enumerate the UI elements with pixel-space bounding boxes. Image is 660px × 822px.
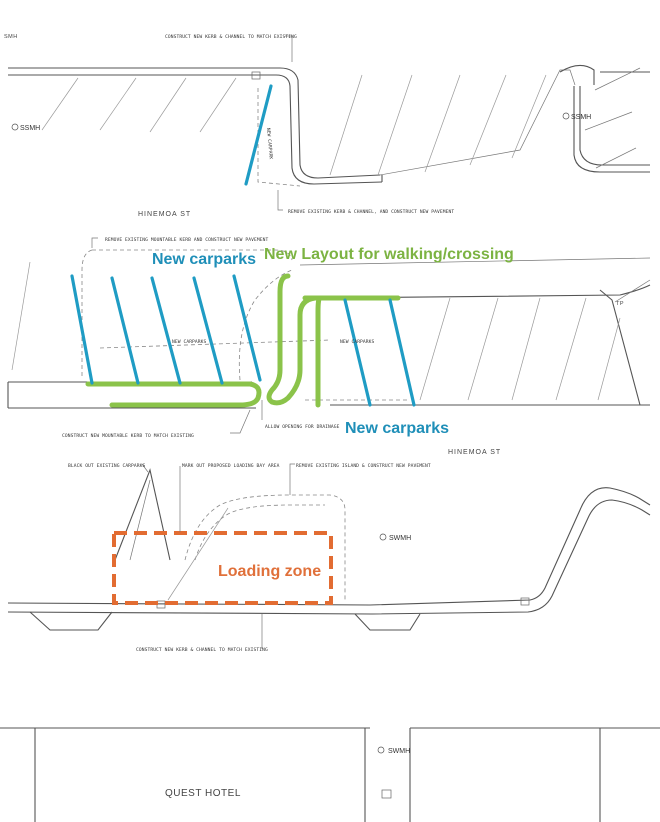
label-new-carparks-mid-right: NEW CARPARKS (340, 339, 375, 345)
loading-zone-outline (112, 531, 333, 605)
note-construct-kerb-top: CONSTRUCT NEW KERB & CHANNEL TO MATCH EX… (165, 34, 297, 40)
new-carpark-line-5 (232, 274, 262, 382)
section-loading (7, 463, 651, 649)
new-carpark-line-6 (343, 298, 372, 407)
edge-label-smh: SMH (4, 34, 18, 40)
new-carpark-line-7 (388, 298, 416, 407)
new-carpark-line-1 (70, 274, 94, 385)
note-black-out-carparks: BLACK OUT EXISTING CARPARKS (68, 463, 146, 469)
new-carpark-line-top (244, 84, 273, 186)
note-allow-opening-drainage: ALLOW OPENING FOR DRAINAGE (265, 424, 340, 430)
section-middle (7, 237, 651, 434)
walking-layout-middle (266, 273, 318, 406)
new-carpark-line-4 (192, 276, 224, 385)
note-remove-island: REMOVE EXISTING ISLAND & CONSTRUCT NEW P… (296, 463, 431, 469)
walking-layout-inner (315, 295, 323, 408)
edge-label-tp: TP (616, 301, 624, 307)
new-carpark-line-3 (150, 276, 182, 385)
manhole-label-ssmh-left: SSMH (20, 125, 40, 132)
manhole-label-swmh-bottom: SWMH (388, 748, 410, 755)
walking-layout-left (85, 381, 262, 408)
new-carpark-line-2 (110, 276, 140, 385)
annotation-new-carparks-right: New carparks (345, 420, 449, 437)
note-construct-mountable-kerb: CONSTRUCT NEW MOUNTABLE KERB TO MATCH EX… (62, 433, 194, 439)
section-top (8, 35, 650, 211)
manhole-label-ssmh-right: SSMH (571, 114, 591, 121)
building-label-quest-hotel: QUEST HOTEL (165, 788, 241, 799)
manhole-label-swmh-mid: SWMH (389, 535, 411, 542)
note-mark-out-loading-bay: MARK OUT PROPOSED LOADING BAY AREA (182, 463, 280, 469)
note-remove-kerb-top: REMOVE EXISTING KERB & CHANNEL, AND CONS… (288, 209, 454, 215)
note-remove-mountable-kerb: REMOVE EXISTING MOUNTABLE KERB AND CONST… (105, 237, 268, 243)
annotation-new-carparks-left: New carparks (152, 251, 256, 268)
note-construct-kerb-bottom: CONSTRUCT NEW KERB & CHANNEL TO MATCH EX… (136, 647, 268, 653)
annotation-new-layout: New Layout for walking/crossing (264, 246, 514, 263)
street-label-hinemoa-1: HINEMOA ST (138, 211, 191, 218)
label-new-carpark-top: NEW CARPARK (265, 128, 274, 160)
label-new-carparks-mid-left: NEW CARPARKS (172, 339, 207, 345)
annotation-loading-zone: Loading zone (218, 563, 321, 580)
street-label-hinemoa-2: HINEMOA ST (448, 449, 501, 456)
section-hotel (0, 727, 660, 822)
